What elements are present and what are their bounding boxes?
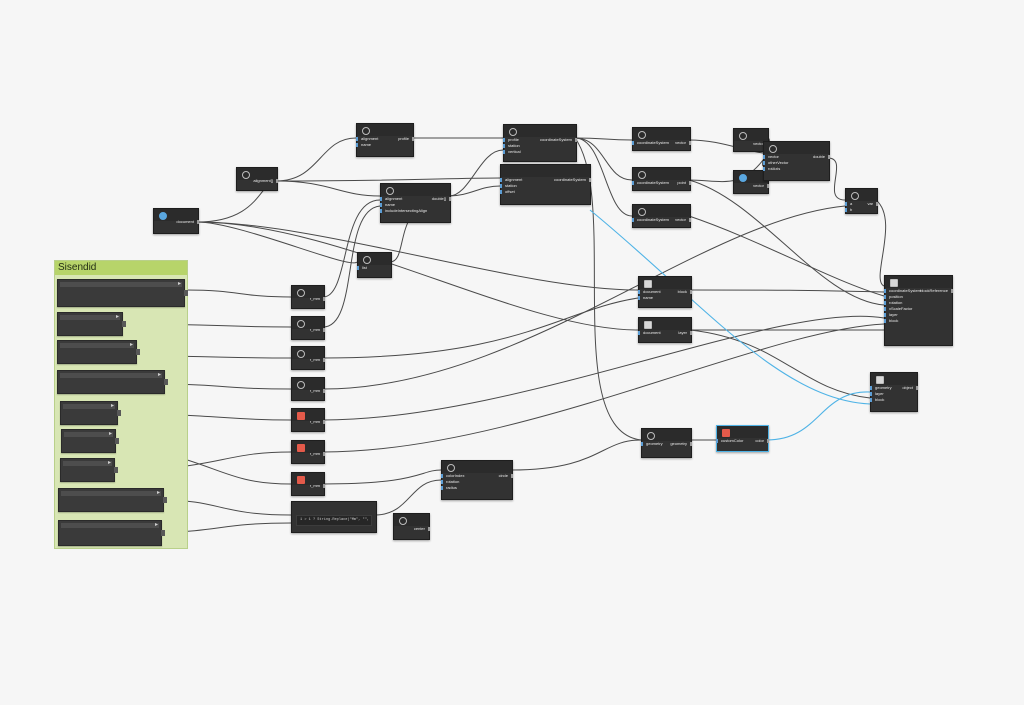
function-icon <box>638 171 646 179</box>
chevron-icon[interactable]: ▸ <box>156 490 160 496</box>
input-node[interactable]: ▸ <box>61 429 119 453</box>
function-icon <box>638 131 646 139</box>
number-icon <box>297 350 305 358</box>
number-icon <box>297 320 305 328</box>
error-icon <box>297 444 305 452</box>
function-icon <box>362 127 370 135</box>
document-node[interactable]: document <box>153 208 199 234</box>
input-node[interactable]: ▸ <box>57 340 140 364</box>
number-icon <box>297 289 305 297</box>
number-node[interactable]: r_mm <box>291 377 326 401</box>
input-node[interactable]: ▸ <box>57 312 126 336</box>
number-node[interactable]: r_mm <box>291 316 326 340</box>
geometry-node[interactable]: geometry geometry <box>641 428 692 458</box>
color-icon <box>722 429 730 437</box>
chevron-icon[interactable]: ▸ <box>115 314 119 320</box>
number-node[interactable]: r_mm <box>291 472 326 496</box>
alignments-node[interactable]: alignment[] <box>236 167 278 191</box>
error-icon <box>297 412 305 420</box>
block-icon <box>644 280 652 288</box>
error-icon <box>297 476 305 484</box>
function-icon <box>647 432 655 440</box>
block-reference-icon <box>890 279 898 287</box>
function-icon <box>851 192 859 200</box>
input-node[interactable]: ▸ <box>57 370 168 394</box>
chevron-icon[interactable]: ▸ <box>108 431 112 437</box>
layer-icon <box>644 321 652 329</box>
list-icon <box>363 256 371 264</box>
number-node[interactable]: r_mm <box>291 440 326 464</box>
chevron-icon[interactable]: ▸ <box>157 372 161 378</box>
chevron-icon[interactable]: ▸ <box>129 342 133 348</box>
function-icon <box>386 187 394 195</box>
code-text[interactable]: 1 > 1 ? String.Replace("Mm", "", "Mm"), … <box>296 515 372 526</box>
group-title: Sisendid <box>55 261 187 275</box>
number-node[interactable]: r_mm <box>291 408 326 432</box>
function-icon <box>638 208 646 216</box>
function-icon <box>509 128 517 136</box>
function-icon <box>447 464 455 472</box>
object-icon <box>876 376 884 384</box>
number-node[interactable]: r_mm <box>291 285 326 309</box>
input-node[interactable]: ▸ <box>57 279 188 307</box>
list-node[interactable]: list <box>357 252 392 278</box>
point-node[interactable]: center <box>393 513 431 540</box>
function-icon <box>769 145 777 153</box>
layer-node[interactable]: document layer <box>638 317 692 343</box>
chevron-icon[interactable]: ▸ <box>154 522 158 528</box>
input-node[interactable]: ▸ <box>60 458 118 482</box>
input-node[interactable]: ▸ <box>60 401 121 425</box>
code-block-node[interactable]: 1 > 1 ? String.Replace("Mm", "", "Mm"), … <box>291 501 377 533</box>
function-icon <box>739 132 747 140</box>
number-node[interactable]: r_mm <box>291 346 326 370</box>
input-node[interactable]: ▸ <box>58 488 167 512</box>
input-node[interactable]: ▸ <box>58 520 165 546</box>
vector-icon <box>739 174 747 182</box>
document-icon <box>159 212 167 220</box>
number-icon <box>297 381 305 389</box>
chevron-icon[interactable]: ▸ <box>177 281 181 287</box>
function-icon <box>399 517 407 525</box>
chevron-icon[interactable]: ▸ <box>107 460 111 466</box>
chevron-icon[interactable]: ▸ <box>110 403 114 409</box>
color-node[interactable]: customColor color <box>715 425 769 452</box>
function-icon <box>242 171 250 179</box>
